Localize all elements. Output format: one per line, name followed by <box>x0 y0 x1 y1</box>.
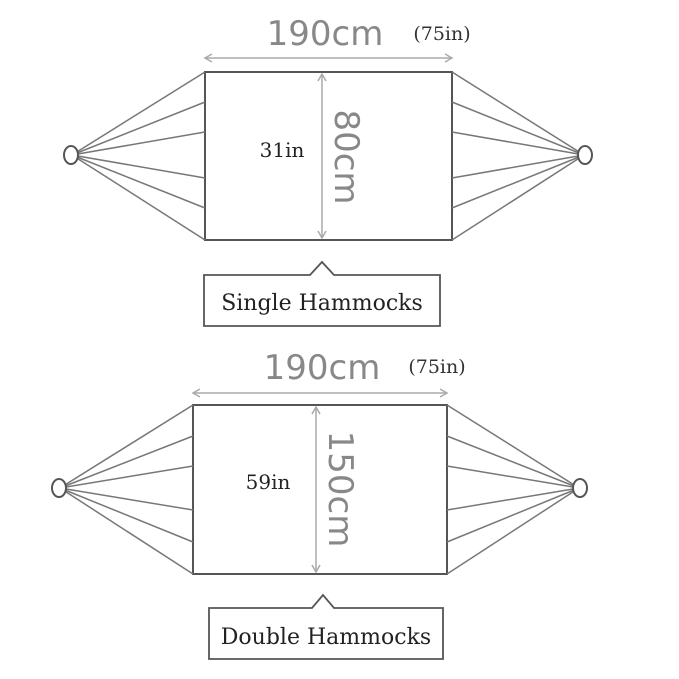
double-length-dimension <box>191 388 449 398</box>
single-hammock: 190cm (75in) 31in 80cm <box>63 14 593 327</box>
single-length-label: 190cm <box>267 14 384 54</box>
double-right-ring-icon <box>572 478 588 498</box>
single-caption-callout <box>203 260 441 327</box>
single-width-dimension <box>317 72 327 240</box>
double-right-cords <box>446 404 580 575</box>
double-width-label: 150cm <box>320 431 360 548</box>
double-width-inch-label: 59in <box>246 470 291 494</box>
single-left-cords <box>71 71 206 241</box>
single-right-ring-icon <box>577 145 593 165</box>
double-caption-callout <box>208 593 444 660</box>
single-caption: Single Hammocks <box>221 291 423 316</box>
single-left-ring-icon <box>63 145 79 165</box>
double-left-ring-icon <box>51 478 67 498</box>
single-width-inch-label: 31in <box>260 138 305 162</box>
double-length-inch-label: (75in) <box>408 356 465 378</box>
single-hammock-bed <box>204 71 453 241</box>
single-width-label: 80cm <box>326 109 366 204</box>
double-caption: Double Hammocks <box>221 625 431 650</box>
double-hammock: 190cm (75in) 59in 150cm <box>51 348 588 660</box>
double-length-label: 190cm <box>264 348 381 388</box>
single-length-dimension <box>203 53 454 63</box>
double-left-cords <box>59 404 194 575</box>
double-width-dimension <box>311 405 321 574</box>
double-hammock-bed <box>192 404 448 575</box>
single-length-inch-label: (75in) <box>413 23 470 45</box>
single-right-cords <box>451 71 585 241</box>
